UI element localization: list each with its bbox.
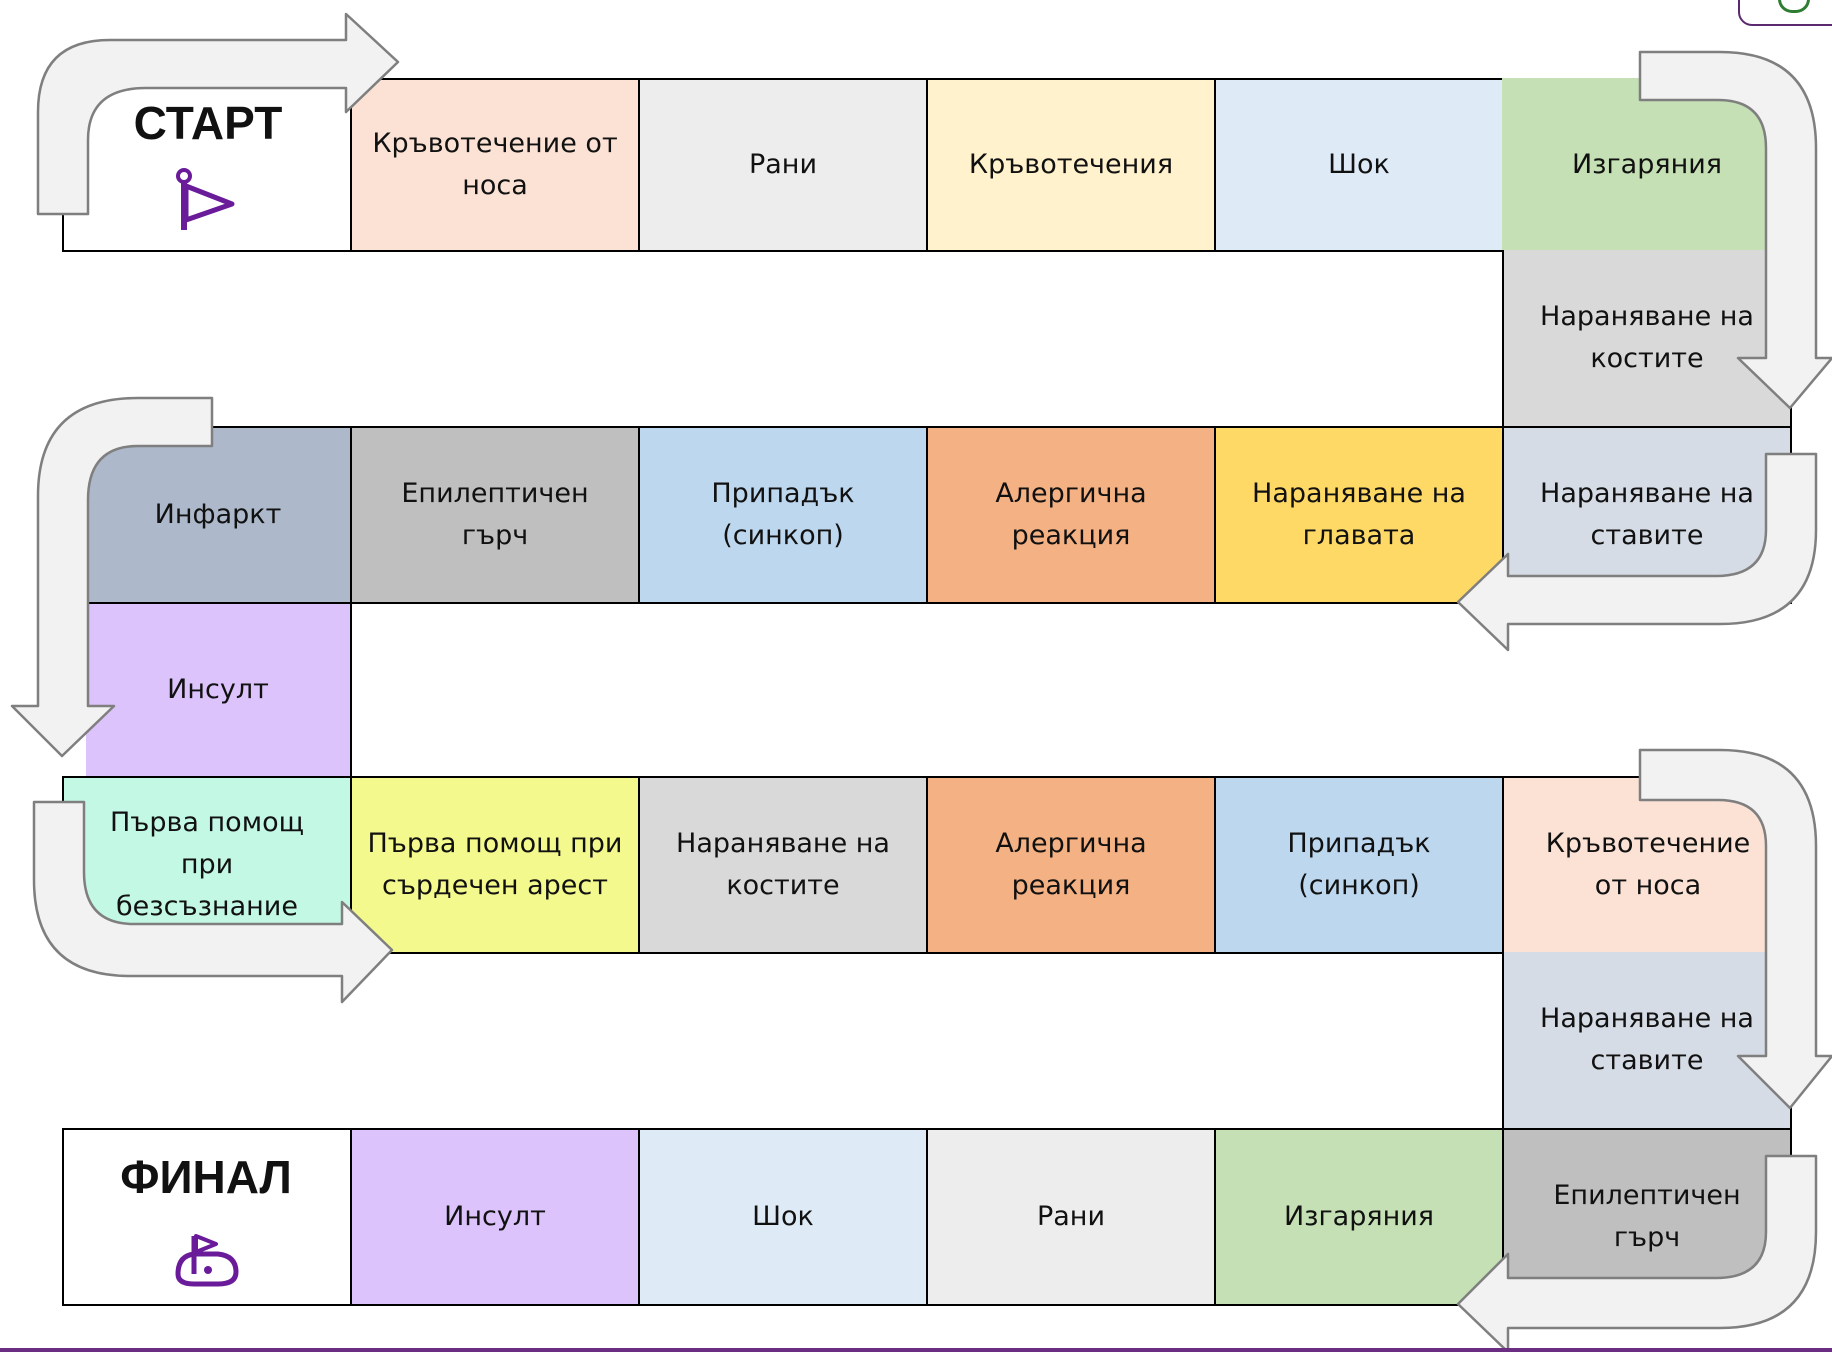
cell-label: Нараняване на ставите bbox=[1540, 473, 1754, 557]
cell-label-line: Шок bbox=[1328, 149, 1390, 180]
board-cell-joint-injury-1: Нараняване на ставите bbox=[1502, 426, 1792, 604]
start-label: СТАРТ bbox=[133, 97, 283, 149]
board-cell-wounds-2: Рани bbox=[926, 1128, 1216, 1306]
cell-label-line: (синкоп) bbox=[1298, 870, 1420, 901]
board-cell-burns-2: Изгаряния bbox=[1214, 1128, 1504, 1306]
cell-label-line: Нараняване на bbox=[1540, 301, 1754, 332]
finish-label: ФИНАЛ bbox=[120, 1151, 292, 1203]
cell-label: Нараняване на ставите bbox=[1540, 998, 1754, 1082]
cell-label: Епилептичен гърч bbox=[1553, 1175, 1740, 1259]
cell-label: Рани bbox=[1037, 1196, 1105, 1238]
cell-label-line: Рани bbox=[748, 149, 818, 180]
cell-label-line: реакция bbox=[1011, 520, 1131, 551]
cell-label-line: Епилептичен bbox=[1553, 1180, 1741, 1211]
cell-label-line: гърч bbox=[1613, 1222, 1681, 1253]
cell-label: Първа помощ при сърдечен арест bbox=[368, 823, 623, 907]
cell-label: Кръвотечения bbox=[969, 144, 1173, 186]
board-cell-joint-injury-2: Нараняване на ставите bbox=[1502, 952, 1792, 1130]
board-cell-shock-1: Шок bbox=[1214, 78, 1504, 252]
cell-label-line: Алергична bbox=[995, 828, 1147, 859]
cell-label: Нараняване на костите bbox=[676, 823, 890, 907]
cell-label: Припадък (синкоп) bbox=[711, 473, 854, 557]
cell-label-line: носа bbox=[462, 170, 528, 201]
board-cell-allergic-reaction-1: Алергична реакция bbox=[926, 426, 1216, 604]
cell-label: Нараняване на костите bbox=[1540, 296, 1754, 380]
cell-label: Кръвотечение от носа bbox=[1546, 823, 1751, 907]
cell-label-line: реакция bbox=[1011, 870, 1131, 901]
cell-label-line: Инсулт bbox=[444, 1201, 546, 1232]
cell-label-line: при bbox=[180, 849, 234, 880]
cell-label: Първа помощ при безсъзнание bbox=[110, 802, 304, 928]
cell-label-line: Припадък bbox=[711, 478, 855, 509]
board-cell-stroke-1: Инсулт bbox=[86, 602, 352, 778]
finish-cell bbox=[62, 1128, 352, 1306]
cell-label-line: Алергична bbox=[995, 478, 1147, 509]
cell-label-line: Нараняване на bbox=[1540, 478, 1754, 509]
board-cell-wounds-1: Рани bbox=[638, 78, 928, 252]
board-cell-bone-injury-1: Нараняване на костите bbox=[1502, 250, 1792, 428]
board-cell-head-injury: Нараняване на главата bbox=[1214, 426, 1504, 604]
cell-label-line: Изгаряния bbox=[1571, 149, 1723, 180]
golf-hole-icon bbox=[175, 1234, 239, 1287]
cell-label: Инфаркт bbox=[155, 494, 282, 536]
cell-label-line: от носа bbox=[1594, 870, 1702, 901]
cell-label-line: главата bbox=[1302, 520, 1416, 551]
board-cell-allergic-reaction-2: Алергична реакция bbox=[926, 776, 1216, 954]
cell-label-line: костите bbox=[726, 870, 840, 901]
board-cell-stroke-2: Инсулт bbox=[350, 1128, 640, 1306]
cell-label: Алергична реакция bbox=[995, 823, 1146, 907]
cell-label: Епилептичен гърч bbox=[401, 473, 588, 557]
board-cell-bleeding-1: Кръвотечения bbox=[926, 78, 1216, 252]
cell-label-line: Нараняване на bbox=[1252, 478, 1466, 509]
board-cell-shock-2: Шок bbox=[638, 1128, 928, 1306]
cell-label-line: Рани bbox=[1036, 1201, 1106, 1232]
cell-label-line: Епилептичен bbox=[401, 478, 589, 509]
cell-label-line: Припадък bbox=[1287, 828, 1431, 859]
cell-label-line: Кръвотечения bbox=[968, 149, 1174, 180]
cell-label-line: Нараняване на bbox=[1540, 1003, 1754, 1034]
cell-label: Изгаряния bbox=[1284, 1196, 1434, 1238]
cell-label-line: Инсулт bbox=[167, 674, 269, 705]
cell-label: Шок bbox=[1328, 144, 1390, 186]
cell-label: Кръвотечение от носа bbox=[372, 123, 617, 207]
cell-label: Рани bbox=[749, 144, 817, 186]
cell-label-line: Първа помощ bbox=[109, 807, 305, 838]
cell-label-line: Кръвотечение от bbox=[372, 128, 618, 159]
board-cell-bone-injury-2: Нараняване на костите bbox=[638, 776, 928, 954]
cell-label-line: Кръвотечение bbox=[1545, 828, 1751, 859]
cell-label-line: ставите bbox=[1590, 1045, 1704, 1076]
board-cell-burns-1: Изгаряния bbox=[1502, 78, 1792, 252]
cell-label-line: Нараняване на bbox=[676, 828, 890, 859]
board-cell-syncope-2: Припадък (синкоп) bbox=[1214, 776, 1504, 954]
cell-label-line: костите bbox=[1590, 343, 1704, 374]
cell-label-line: Инфаркт bbox=[154, 499, 282, 530]
board-cell-heart-attack: Инфаркт bbox=[86, 426, 352, 604]
cell-label: Инсулт bbox=[167, 669, 269, 711]
cell-label: Припадък (синкоп) bbox=[1287, 823, 1430, 907]
board-cell-nosebleed-1: Кръвотечение от носа bbox=[350, 78, 640, 252]
cell-label: Нараняване на главата bbox=[1252, 473, 1466, 557]
cell-label-line: сърдечен арест bbox=[381, 870, 608, 901]
cell-label-line: (синкоп) bbox=[722, 520, 844, 551]
cell-label: Инсулт bbox=[444, 1196, 546, 1238]
cell-label-line: Първа помощ при bbox=[367, 828, 623, 859]
board-cell-nosebleed-2: Кръвотечение от носа bbox=[1502, 776, 1792, 954]
bottom-divider bbox=[0, 1348, 1832, 1352]
cell-label: Изгаряния bbox=[1572, 144, 1722, 186]
board-cell-epileptic-seizure-2: Епилептичен гърч bbox=[1502, 1128, 1792, 1306]
cell-label-line: Изгаряния bbox=[1283, 1201, 1435, 1232]
cell-label-line: Шок bbox=[752, 1201, 814, 1232]
cell-label-line: гърч bbox=[461, 520, 529, 551]
board-cell-epileptic-seizure-1: Епилептичен гърч bbox=[350, 426, 640, 604]
cell-label-line: безсъзнание bbox=[116, 891, 298, 922]
cell-label-line: ставите bbox=[1590, 520, 1704, 551]
board-cell-first-aid-unconscious: Първа помощ при безсъзнание bbox=[62, 776, 352, 954]
flag-icon bbox=[176, 168, 235, 230]
board-cell-first-aid-cardiac-arrest: Първа помощ при сърдечен арест bbox=[350, 776, 640, 954]
cell-label: Алергична реакция bbox=[995, 473, 1146, 557]
cell-label: Шок bbox=[752, 1196, 814, 1238]
board-cell-syncope-1: Припадък (синкоп) bbox=[638, 426, 928, 604]
